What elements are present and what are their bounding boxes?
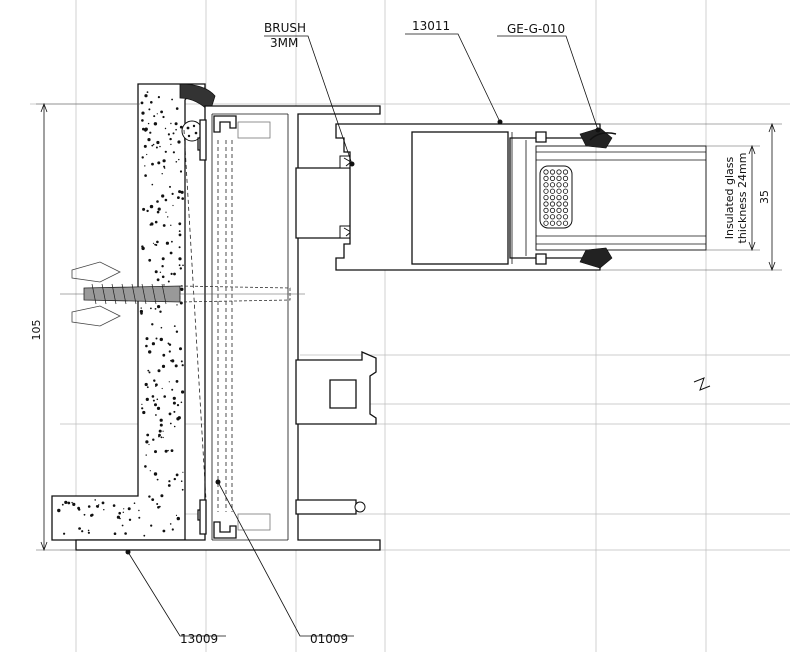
dimension-105-label: 105 <box>30 320 43 341</box>
glass-label-line2: thickness 24mm <box>736 153 749 244</box>
dimension-35: 35 <box>600 122 782 272</box>
glass-label-line1: Insulated glass <box>723 156 736 239</box>
anchor-screw <box>60 261 305 327</box>
dimension-35-label: 35 <box>758 190 771 204</box>
sash-profile <box>335 123 601 271</box>
concrete-aggregate <box>57 91 185 537</box>
profile-01009-label: 01009 <box>310 632 348 646</box>
brush-seal <box>179 83 216 142</box>
break-line <box>693 377 711 391</box>
glass-thickness-dimension: Insulated glass thickness 24mm <box>706 144 760 252</box>
glazing-gaskets <box>579 127 617 269</box>
glazing-bead-outline <box>183 129 233 512</box>
spacer-desiccant <box>543 169 569 226</box>
profile-13009-label: 13009 <box>180 632 218 646</box>
main-frame-profile <box>75 105 381 551</box>
concrete-wall <box>51 83 206 541</box>
insulated-glass-unit <box>535 145 707 251</box>
brush-label: BRUSH <box>264 21 306 35</box>
gasket-label: GE-G-010 <box>507 22 565 36</box>
anchor-plates <box>237 121 271 531</box>
callout-leaders <box>125 33 601 637</box>
profile-13011-label: 13011 <box>412 19 450 33</box>
dimension-105: 105 <box>30 102 140 552</box>
brush-size-label: 3MM <box>270 36 298 50</box>
